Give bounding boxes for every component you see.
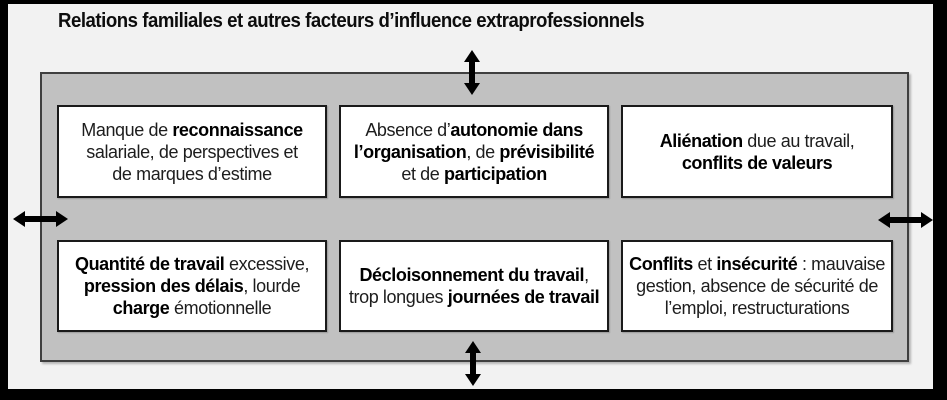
text-segment: émotionnelle — [169, 298, 272, 318]
left-double-arrow — [13, 210, 68, 228]
text-segment: gestion, absence de sécurité de — [636, 276, 878, 296]
box-quantite-de-travail: Quantité de travail excessive,pression d… — [57, 240, 328, 332]
right-double-arrow — [878, 211, 933, 229]
text-line: gestion, absence de sécurité de — [636, 275, 878, 297]
text-segment: Absence d’ — [365, 119, 451, 140]
text-segment: Décloisonnement du travail — [359, 265, 585, 285]
text-line: Décloisonnement du travail, — [359, 264, 589, 286]
text-segment: Conflits — [629, 254, 693, 274]
text-segment: conflits de valeurs — [681, 152, 833, 173]
text-segment: excessive, — [224, 254, 310, 274]
bottom-double-arrow — [464, 341, 482, 386]
text-segment: due au travail, — [742, 130, 855, 151]
text-segment: reconnaissance — [172, 119, 303, 140]
text-segment: : mauvaise — [797, 254, 885, 274]
text-segment: trop longues — [348, 287, 448, 307]
text-segment: l’emploi, restructurations — [664, 298, 850, 318]
double-headed-arrow-horizontal-icon — [13, 211, 68, 227]
text-line: l’emploi, restructurations — [665, 297, 850, 319]
text-line: charge émotionnelle — [113, 297, 272, 319]
text-line: l’organisation, de prévisibilité — [353, 141, 595, 163]
page-title: Relations familiales et autres facteurs … — [58, 10, 645, 32]
text-line: Quantité de travail excessive, — [75, 253, 309, 275]
text-segment: , — [584, 265, 589, 285]
double-headed-arrow-vertical-icon — [465, 341, 481, 386]
text-segment: , de — [466, 141, 500, 162]
text-segment: Quantité de travail — [74, 254, 225, 274]
text-segment: journées de travail — [447, 287, 600, 307]
text-line: trop longues journées de travail — [348, 286, 600, 308]
text-segment: de marques d’estime — [112, 163, 272, 184]
text-segment: prévisibilité — [499, 141, 595, 162]
box-decloisonnement: Décloisonnement du travail,trop longues … — [339, 240, 610, 332]
text-line: Absence d’autonomie dans — [365, 119, 583, 141]
text-segment: salariale, de perspectives et — [86, 141, 298, 162]
text-segment: Aliénation — [659, 130, 743, 151]
double-headed-arrow-horizontal-icon — [878, 212, 933, 228]
text-line: de marques d’estime — [112, 163, 272, 185]
text-line: et de participation — [401, 163, 547, 185]
text-segment: pression des délais — [83, 276, 244, 296]
text-line: Manque de reconnaissance — [81, 119, 303, 141]
text-segment: participation — [443, 163, 547, 184]
text-segment: , lourde — [243, 276, 301, 296]
text-segment: charge — [112, 298, 170, 318]
text-segment: insécurité — [716, 254, 798, 274]
text-line: pression des délais, lourde — [83, 275, 301, 297]
box-alienation: Aliénation due au travail,conflits de va… — [621, 105, 893, 198]
top-double-arrow — [463, 50, 481, 95]
text-line: conflits de valeurs — [681, 152, 833, 174]
text-segment: autonomie dans — [450, 119, 583, 140]
text-segment: et — [692, 254, 717, 274]
double-headed-arrow-vertical-icon — [464, 50, 480, 95]
text-segment: l’organisation — [353, 141, 467, 162]
text-segment: et de — [401, 163, 444, 184]
text-line: Conflits et insécurité : mauvaise — [629, 253, 885, 275]
text-segment: Manque de — [81, 119, 173, 140]
text-line: salariale, de perspectives et — [86, 141, 298, 163]
text-line: Aliénation due au travail, — [660, 130, 855, 152]
